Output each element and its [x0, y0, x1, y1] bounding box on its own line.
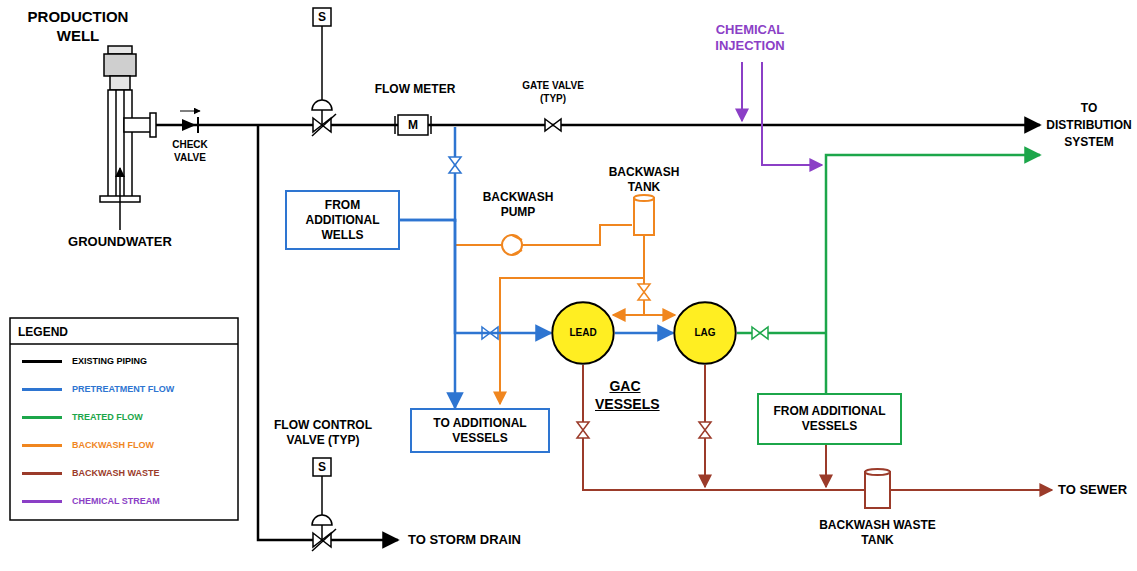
- label-box: TO SEWER: [1058, 482, 1127, 498]
- label-box: LEGEND: [18, 325, 68, 340]
- label-box: CHECK VALVE: [162, 139, 218, 164]
- legend-heading: LEGEND: [18, 325, 68, 339]
- process-box: TO ADDITIONAL VESSELS: [410, 408, 550, 453]
- label-box: M: [398, 115, 428, 135]
- gac-vessel: LAG: [673, 301, 737, 365]
- legend-row: BACKWASH WASTE: [22, 468, 160, 478]
- label-box: FLOW METER: [355, 82, 475, 97]
- legend-row: BACKWASH FLOW: [22, 440, 154, 450]
- legend-row: CHEMICAL STREAM: [22, 496, 160, 506]
- label-box: FLOW CONTROL VALVE (TYP): [268, 418, 378, 448]
- outlet-label: TO SEWER: [1058, 482, 1127, 497]
- node-text: FROM ADDITIONAL VESSELS: [765, 404, 894, 434]
- legend-swatch: [22, 416, 62, 419]
- legend-swatch: [22, 388, 62, 391]
- actuator-letter: S: [318, 460, 326, 474]
- legend-text: BACKWASH WASTE: [72, 468, 160, 478]
- label-box: BACKWASH TANK: [600, 165, 688, 195]
- label-box: BACKWASH WASTE TANK: [815, 518, 940, 548]
- legend-row: EXISTING PIPING: [22, 356, 147, 366]
- label-box: S: [313, 458, 331, 476]
- flow-connector: [400, 220, 455, 408]
- node-text: TO ADDITIONAL VESSELS: [418, 416, 542, 446]
- node-text: LAG: [694, 327, 715, 340]
- pump-label: BACKWASH PUMP: [483, 190, 554, 219]
- process-box: FROM ADDITIONAL VESSELS: [757, 393, 902, 445]
- meter-letter: M: [408, 118, 418, 132]
- label-box: PRODUCTION WELL: [18, 8, 138, 46]
- label-box: S: [313, 8, 331, 26]
- label-box: BACKWASH PUMP: [478, 190, 558, 220]
- tank-label: BACKWASH TANK: [609, 165, 680, 194]
- tank-label: BACKWASH WASTE TANK: [819, 518, 936, 547]
- label-box: GROUNDWATER: [40, 234, 200, 250]
- well-label: PRODUCTION WELL: [28, 8, 129, 44]
- legend-swatch: [22, 360, 62, 363]
- legend-text: EXISTING PIPING: [72, 356, 147, 366]
- vessel-group-label: GAC VESSELS: [595, 378, 660, 412]
- legend-text: PRETREATMENT FLOW: [72, 384, 174, 394]
- actuator-letter: S: [318, 10, 326, 24]
- process-box: FROM ADDITIONAL WELLS: [285, 190, 400, 250]
- source-label: GROUNDWATER: [68, 234, 172, 249]
- label-box: TO DISTRIBUTION SYSTEM: [1045, 100, 1133, 151]
- legend-text: BACKWASH FLOW: [72, 440, 154, 450]
- valve-label: CHECK VALVE: [172, 139, 208, 163]
- outlet-label: TO STORM DRAIN: [408, 532, 521, 547]
- flow-connector: [615, 332, 673, 335]
- gac-vessel: LEAD: [551, 301, 615, 365]
- outlet-label: TO DISTRIBUTION SYSTEM: [1046, 101, 1131, 149]
- legend-swatch: [22, 472, 62, 475]
- node-text: LEAD: [569, 327, 596, 340]
- legend-text: CHEMICAL STREAM: [72, 496, 160, 506]
- flow-connector: [400, 220, 551, 333]
- label-box: GATE VALVE (TYP): [508, 80, 598, 105]
- chemical-label: CHEMICAL INJECTION: [715, 22, 784, 53]
- legend-text: TREATED FLOW: [72, 412, 143, 422]
- valve-label: FLOW CONTROL VALVE (TYP): [274, 418, 372, 447]
- legend-swatch: [22, 444, 62, 447]
- valve-label: GATE VALVE (TYP): [522, 80, 584, 104]
- node-text: FROM ADDITIONAL WELLS: [293, 198, 392, 243]
- legend-row: PRETREATMENT FLOW: [22, 384, 174, 394]
- label-box: GAC VESSELS: [595, 378, 655, 413]
- legend-row: TREATED FLOW: [22, 412, 143, 422]
- legend-swatch: [22, 500, 62, 503]
- meter-label: FLOW METER: [375, 82, 456, 96]
- label-box: TO STORM DRAIN: [408, 532, 521, 548]
- label-box: CHEMICAL INJECTION: [690, 22, 810, 55]
